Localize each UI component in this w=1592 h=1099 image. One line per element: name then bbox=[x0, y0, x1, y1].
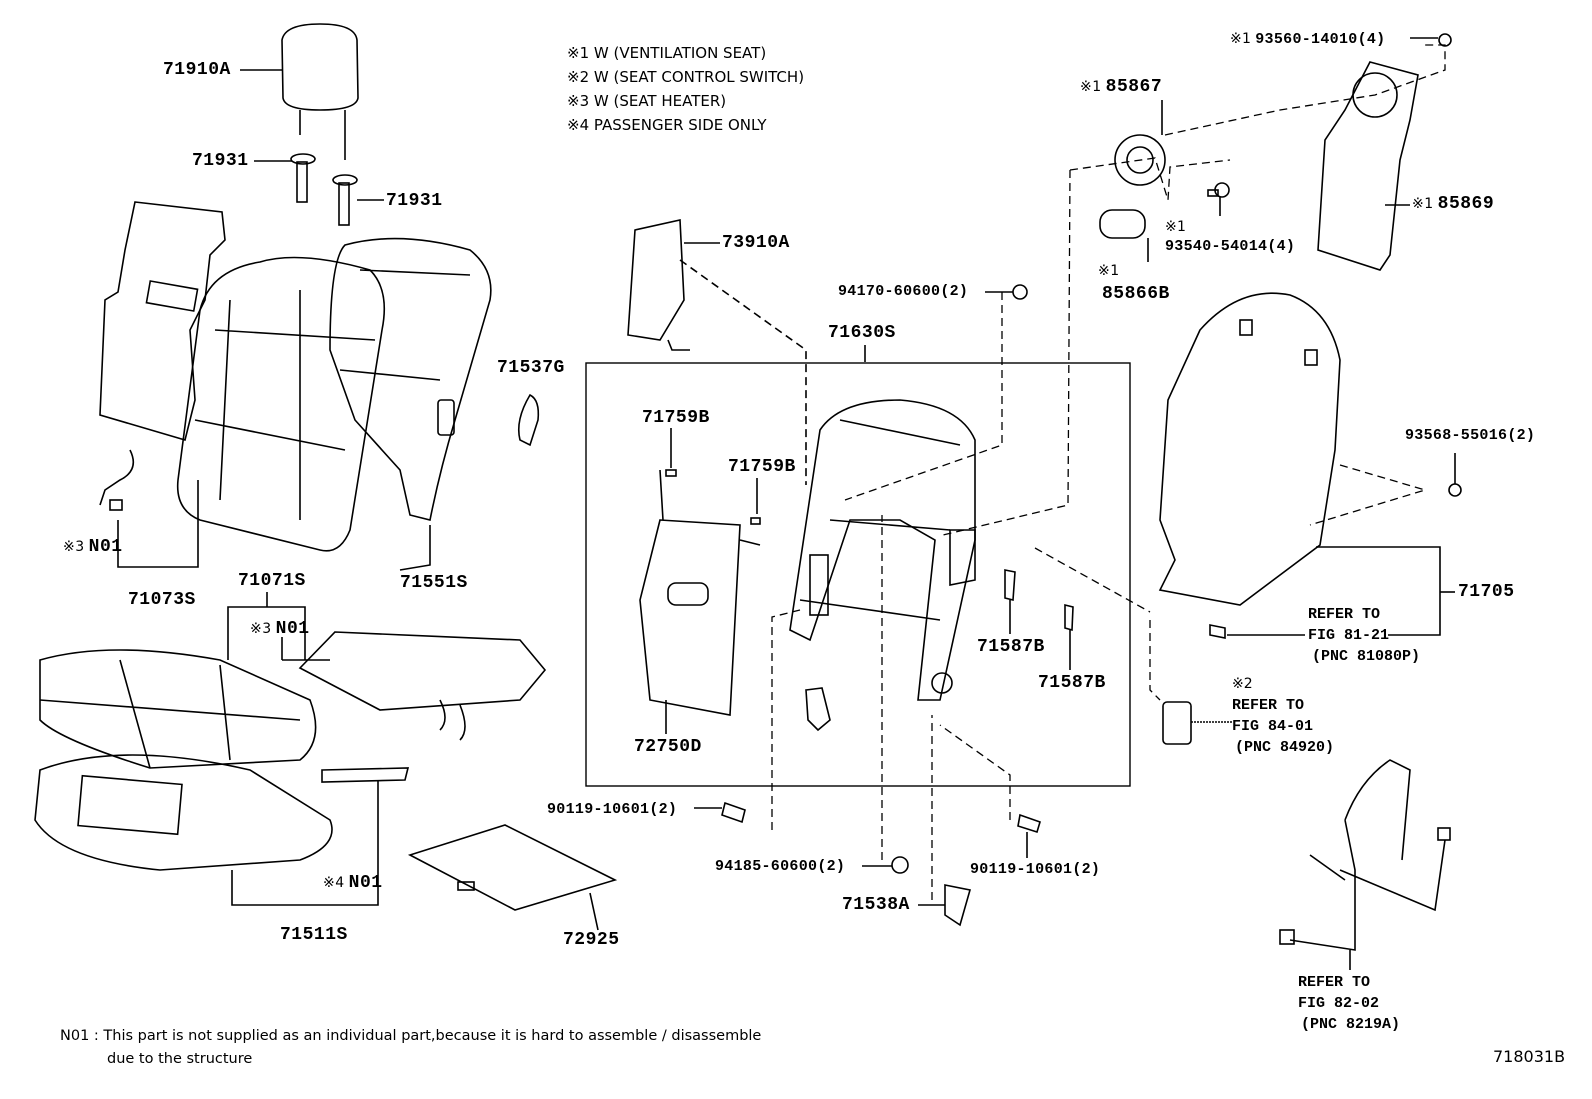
marker: ※1 bbox=[1098, 263, 1120, 279]
label-71511s[interactable]: 71511S bbox=[280, 925, 348, 945]
back-pad-drawing bbox=[99, 201, 226, 568]
marker: ※1 bbox=[1165, 219, 1187, 235]
label-71630s[interactable]: 71630S bbox=[828, 323, 896, 343]
back-cover-drawing bbox=[176, 256, 386, 552]
marker: ※4 bbox=[323, 875, 345, 891]
part-number: 85867 bbox=[1105, 77, 1163, 97]
frame-group-box bbox=[585, 362, 1131, 787]
screw-93540-drawing bbox=[1207, 182, 1230, 216]
label-71759b-a[interactable]: 71759B bbox=[642, 408, 710, 428]
label-71931-left[interactable]: 71931 bbox=[192, 151, 249, 171]
label-71537g[interactable]: 71537G bbox=[497, 358, 565, 378]
switch-drawing bbox=[1162, 701, 1232, 745]
label-71071s[interactable]: 71071S bbox=[238, 571, 306, 591]
fasteners-drawing bbox=[694, 284, 1041, 927]
ref-line: FIG 82-02 bbox=[1298, 995, 1380, 1012]
note-ventilation-seat: ※1 W (VENTILATION SEAT) bbox=[567, 44, 767, 62]
label-72750d[interactable]: 72750D bbox=[634, 737, 702, 757]
label-93540-54014[interactable]: 93540-54014(4) bbox=[1165, 238, 1296, 255]
ref-line: REFER TO bbox=[1298, 974, 1371, 991]
duct-85869-drawing bbox=[1317, 33, 1452, 271]
board-drawing bbox=[1158, 292, 1462, 639]
marker: ※1 bbox=[1080, 79, 1102, 95]
footnote-line-2: due to the structure bbox=[107, 1051, 253, 1067]
headrest-supports-drawing bbox=[254, 153, 384, 226]
ref-line: FIG 81-21 bbox=[1308, 627, 1390, 644]
ref-line: REFER TO bbox=[1308, 606, 1381, 623]
label-71587b-a[interactable]: 71587B bbox=[977, 637, 1045, 657]
n01-text: N01 bbox=[88, 537, 123, 557]
label-90119-10601-right[interactable]: 90119-10601(2) bbox=[970, 861, 1101, 878]
label-71910a[interactable]: 71910A bbox=[163, 60, 231, 80]
label-94170-60600[interactable]: 94170-60600(2) bbox=[838, 283, 969, 300]
ref-fig-82-02[interactable]: REFER TO FIG 82-02 (PNC 8219A) bbox=[1298, 972, 1400, 1035]
cushion-drawing bbox=[34, 754, 410, 906]
ref-line: (PNC 8219A) bbox=[1301, 1016, 1401, 1033]
dashed-leaders bbox=[771, 44, 1446, 900]
cover-73910a-drawing bbox=[627, 219, 807, 485]
cover-71537g-drawing bbox=[517, 393, 540, 447]
lumbar-support-drawing bbox=[639, 428, 761, 734]
label-71587b-b[interactable]: 71587B bbox=[1038, 673, 1106, 693]
label-71073s[interactable]: 71073S bbox=[128, 590, 196, 610]
wire-harness-drawing bbox=[1279, 759, 1451, 970]
label-94185-60600[interactable]: 94185-60600(2) bbox=[715, 858, 846, 875]
part-number: 93560-14010(4) bbox=[1255, 31, 1386, 48]
cushion-cover-drawing bbox=[39, 592, 317, 769]
heater-drawing bbox=[281, 631, 547, 741]
marker: ※3 bbox=[63, 539, 85, 555]
label-71538a[interactable]: 71538A bbox=[842, 895, 910, 915]
pad-72925-drawing bbox=[407, 824, 618, 931]
ref-fig-81-21[interactable]: REFER TO FIG 81-21 (PNC 81080P) bbox=[1308, 604, 1420, 667]
hooks-drawing bbox=[1004, 569, 1074, 670]
seat-frame-drawing bbox=[789, 345, 976, 732]
ref-line: REFER TO bbox=[1232, 697, 1305, 714]
label-85866b[interactable]: 85866B bbox=[1102, 284, 1170, 304]
label-71759b-b[interactable]: 71759B bbox=[728, 457, 796, 477]
n01-text: N01 bbox=[348, 873, 383, 893]
marker: ※1 bbox=[1412, 196, 1434, 212]
headrest-drawing bbox=[240, 23, 359, 160]
label-90119-10601-left[interactable]: 90119-10601(2) bbox=[547, 801, 678, 818]
ref-line: FIG 84-01 bbox=[1232, 718, 1314, 735]
n01-text: N01 bbox=[275, 619, 310, 639]
note-passenger-side: ※4 PASSENGER SIDE ONLY bbox=[567, 116, 767, 134]
ref-line: (PNC 84920) bbox=[1235, 739, 1335, 756]
label-73910a[interactable]: 73910A bbox=[722, 233, 790, 253]
duct-85866b-drawing bbox=[1099, 209, 1149, 262]
ref-fig-84-01[interactable]: ※2 REFER TO FIG 84-01 (PNC 84920) bbox=[1232, 674, 1334, 758]
figure-id: 718031B bbox=[1493, 1047, 1566, 1066]
label-93540-mark: ※1 bbox=[1165, 217, 1190, 238]
marker: ※3 bbox=[250, 621, 272, 637]
note-seat-control-switch: ※2 W (SEAT CONTROL SWITCH) bbox=[567, 68, 805, 86]
marker: ※1 bbox=[1230, 31, 1252, 47]
label-71931-right[interactable]: 71931 bbox=[386, 191, 443, 211]
label-93568-55016[interactable]: 93568-55016(2) bbox=[1405, 427, 1536, 444]
fan-drawing bbox=[1114, 100, 1166, 186]
ref-line: (PNC 81080P) bbox=[1312, 648, 1421, 665]
back-frame-cover-drawing bbox=[329, 237, 492, 571]
label-85866b-mark: ※1 bbox=[1098, 261, 1124, 281]
footnote-line-1: N01 : This part is not supplied as an in… bbox=[60, 1028, 762, 1044]
note-seat-heater: ※3 W (SEAT HEATER) bbox=[567, 92, 727, 110]
label-71551s[interactable]: 71551S bbox=[400, 573, 468, 593]
ref-mark: ※2 bbox=[1232, 676, 1253, 692]
label-71705[interactable]: 71705 bbox=[1458, 582, 1515, 602]
label-72925[interactable]: 72925 bbox=[563, 930, 620, 950]
part-number: 85869 bbox=[1437, 194, 1495, 214]
